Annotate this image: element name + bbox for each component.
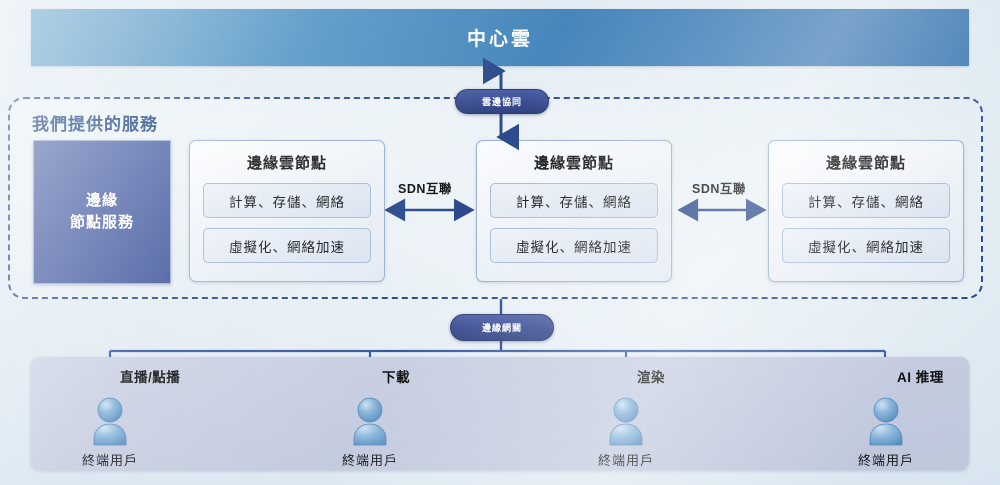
cloud-edge-collaboration-badge: 雲邊協同 (455, 89, 549, 114)
edge-cloud-node-capability: 虛擬化、網絡加速 (782, 228, 950, 263)
edge-gateway-badge: 邊緣網關 (450, 314, 554, 341)
flow-label-ai-inference: AI 推理 (897, 370, 944, 385)
central-cloud-title: 中心雲 (466, 29, 533, 50)
end-user: 終端用戶 (62, 396, 158, 469)
edge-cloud-node-capability: 虛擬化、網絡加速 (203, 228, 371, 263)
flow-label-download: 下載 (382, 370, 410, 385)
edge-cloud-node-title: 邊緣雲節點 (533, 155, 614, 172)
central-cloud-banner: 中心雲 (31, 9, 969, 66)
user-icon (93, 397, 127, 446)
end-user-label: 終端用戶 (341, 453, 398, 468)
edge-node-service-label: 邊緣 節點服務 (70, 190, 134, 234)
cloud-edge-collaboration-label: 雲邊協同 (481, 97, 522, 107)
user-icon (609, 397, 643, 446)
end-user: 終端用戶 (578, 396, 674, 469)
edge-cloud-node-capability: 虛擬化、網絡加速 (490, 228, 658, 263)
edge-cloud-node-capability: 計算、存儲、網絡 (203, 183, 371, 218)
end-user: 終端用戶 (322, 396, 418, 469)
end-user-label: 終端用戶 (857, 453, 914, 468)
edge-cloud-node-capability: 計算、存儲、網絡 (490, 183, 658, 218)
edge-cloud-node-card: 邊緣雲節點 計算、存儲、網絡 虛擬化、網絡加速 (768, 140, 964, 282)
end-user: 終端用戶 (838, 396, 934, 469)
edge-cloud-node-card: 邊緣雲節點 計算、存儲、網絡 虛擬化、網絡加速 (189, 140, 385, 282)
edge-cloud-node-title: 邊緣雲節點 (246, 155, 327, 172)
sdn-interconnect-label: SDN互聯 (398, 182, 452, 196)
edge-node-service-block: 邊緣 節點服務 (33, 140, 171, 284)
edge-cloud-node-title: 邊緣雲節點 (825, 155, 906, 172)
flow-label-rendering: 渲染 (637, 370, 665, 385)
flow-label-live-vod: 直播/點播 (120, 370, 181, 385)
edge-node-service-line1: 邊緣 (85, 192, 118, 210)
sdn-interconnect-label: SDN互聯 (692, 182, 746, 196)
edge-cloud-node-card: 邊緣雲節點 計算、存儲、網絡 虛擬化、網絡加速 (476, 140, 672, 282)
edge-node-service-line2: 節點服務 (69, 214, 134, 231)
user-icon (353, 397, 387, 446)
end-user-label: 終端用戶 (597, 453, 654, 468)
edge-gateway-label: 邊緣網關 (481, 323, 522, 333)
end-user-label: 終端用戶 (81, 453, 138, 468)
edge-cloud-node-capability: 計算、存儲、網絡 (782, 183, 950, 218)
service-region-title: 我們提供的服務 (32, 115, 158, 134)
user-icon (869, 397, 903, 446)
